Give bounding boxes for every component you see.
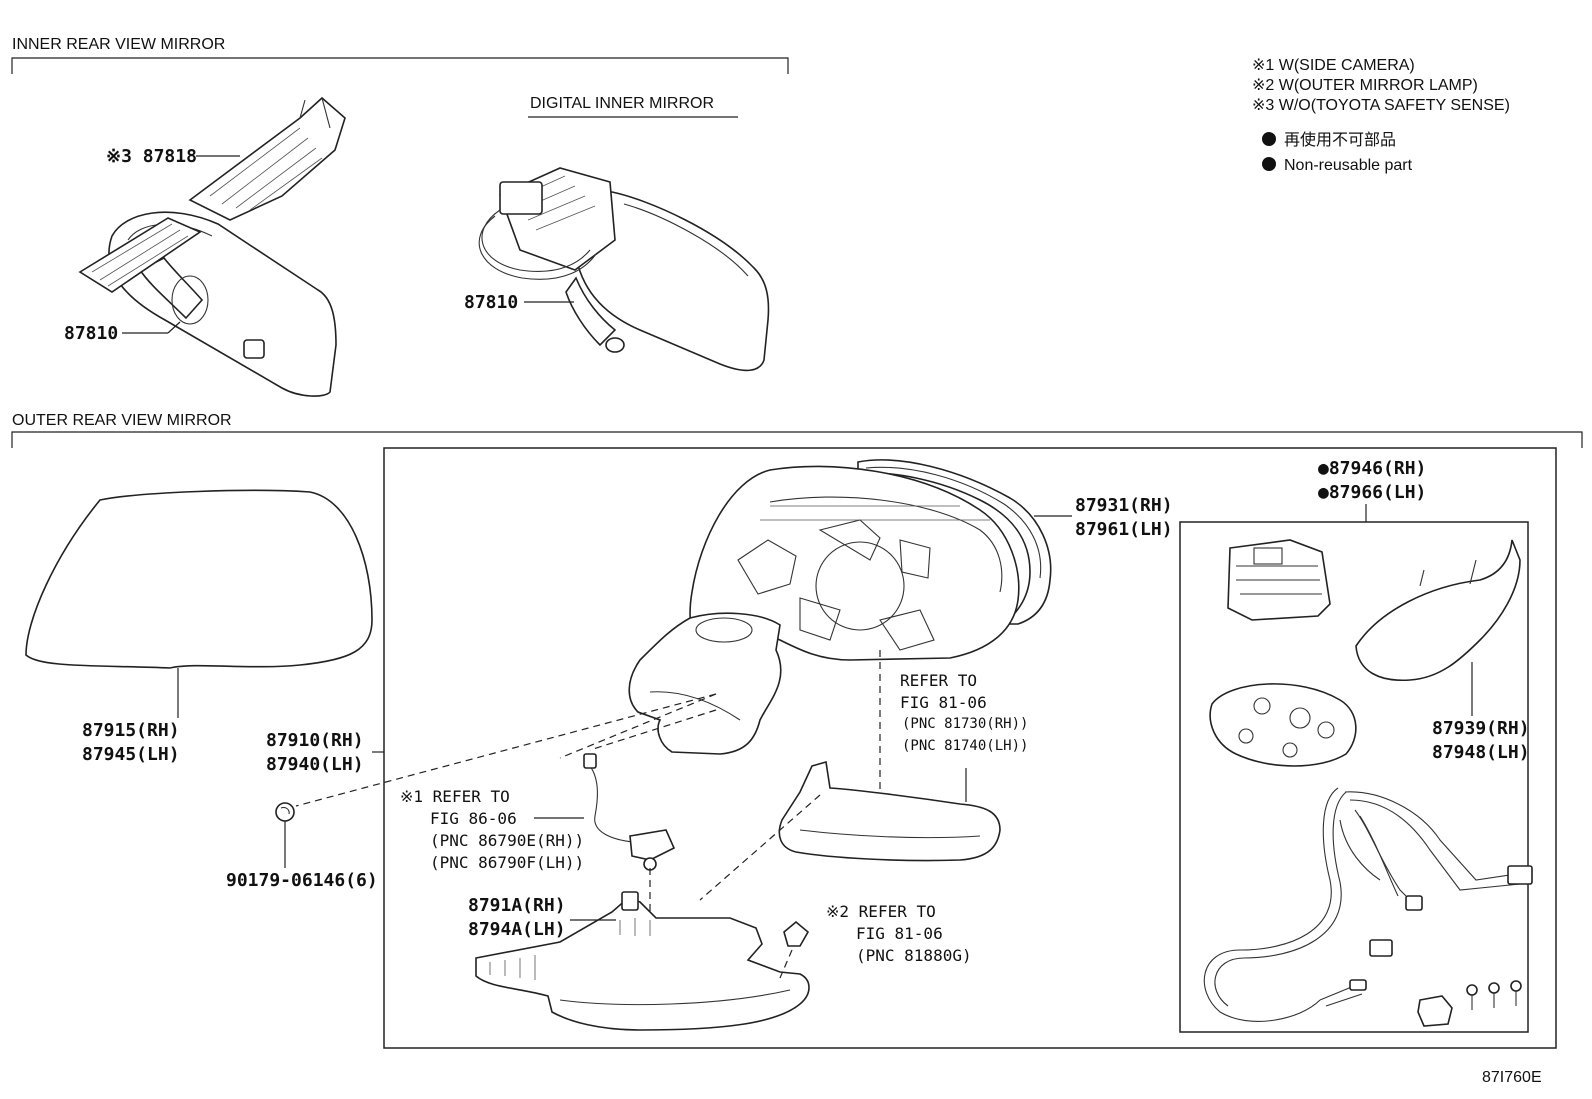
ref-fig-81-06b-l1: ※2 REFER TO <box>826 902 936 921</box>
figure-code: 87I760E <box>1482 1069 1542 1086</box>
mirror-cover-87939 <box>1355 539 1521 682</box>
side-camera-connector <box>583 753 597 769</box>
ref-fig-81-06-l2: FIG 81-06 <box>900 693 987 712</box>
digital-inner-mirror <box>478 167 770 372</box>
screws-set <box>1466 980 1522 1010</box>
non-reusable-bullet-icon <box>1262 132 1276 146</box>
ref-fig-81-06-l4: (PNC 81740(LH)) <box>902 738 1028 754</box>
mirror-housing <box>628 465 1020 755</box>
mirror-wire-harness <box>1203 787 1533 1022</box>
part-label-87948-lh: 87948(LH) <box>1432 742 1530 763</box>
part-label-87910-rh: 87910(RH) <box>266 730 364 751</box>
part-label-8794A-lh: 8794A(LH) <box>468 919 566 940</box>
part-label-87939-rh: 87939(RH) <box>1432 718 1530 739</box>
part-label-90179: 90179-06146(6) <box>226 870 378 891</box>
screw-icon <box>1510 980 1522 992</box>
digital-mirror-stem <box>565 276 617 347</box>
part-label-87810-inner: 87810 <box>64 323 118 344</box>
legend-nonreusable-jp: 再使用不可部品 <box>1284 131 1396 149</box>
mirror-arm-base <box>628 612 782 755</box>
mirror-glass-87931 <box>857 459 1052 625</box>
section-title-outer-mirror: OUTER REAR VIEW MIRROR <box>12 412 232 429</box>
non-reusable-bullet-icon <box>1262 157 1276 171</box>
inner-mirror-button <box>243 339 265 359</box>
harness-connector <box>1507 865 1533 885</box>
ref-fig-86-06-l4: (PNC 86790F(LH)) <box>430 853 584 872</box>
ref-fig-86-06-l3: (PNC 86790E(RH)) <box>430 831 584 850</box>
part-label-8791A-rh: 8791A(RH) <box>468 895 566 916</box>
screw-90179 <box>275 802 295 822</box>
screw-icon <box>1466 984 1478 996</box>
legend-note-2: ※2 W(OUTER MIRROR LAMP) <box>1252 77 1478 94</box>
sub-assembly-frame <box>1179 521 1529 1033</box>
screw-icon <box>1488 982 1500 994</box>
part-label-87810-digital: 87810 <box>464 292 518 313</box>
inner-mirror-body <box>108 211 337 397</box>
legend-note-3: ※3 W/O(TOYOTA SAFETY SENSE) <box>1252 97 1510 114</box>
legend-note-1: ※1 W(SIDE CAMERA) <box>1252 57 1415 74</box>
outer-mirror-lamp-bulb <box>783 920 810 947</box>
legend-nonreusable-en: Non-reusable part <box>1284 157 1413 174</box>
part-label-87940-lh: 87940(LH) <box>266 754 364 775</box>
section-title-digital-mirror: DIGITAL INNER MIRROR <box>530 95 714 112</box>
outer-section-bracket <box>11 431 1583 448</box>
inner-rear-view-mirror <box>78 96 346 397</box>
ref-fig-86-06-l1: ※1 REFER TO <box>400 787 510 806</box>
side-camera-body <box>629 829 676 861</box>
ref-fig-81-06-l1: REFER TO <box>900 671 977 690</box>
inner-section-bracket <box>11 57 789 74</box>
lower-mirror-cover-8791A <box>475 897 810 1031</box>
part-label-87931-rh: 87931(RH) <box>1075 495 1173 516</box>
ref-fig-81-06b-l2: FIG 81-06 <box>856 924 943 943</box>
mirror-housing-actuator-ring <box>815 541 905 631</box>
outer-mirror-assembly-frame <box>383 447 1557 1049</box>
digital-mirror-connector <box>499 181 543 215</box>
dashed-leader-screw <box>295 693 717 807</box>
ref-fig-81-06-l3: (PNC 81730(RH)) <box>902 716 1028 732</box>
mirror-actuator-plate <box>1209 683 1357 767</box>
side-camera-cable <box>589 765 635 843</box>
part-label-87915-rh: 87915(RH) <box>82 720 180 741</box>
legend: ※1 W(SIDE CAMERA) ※2 W(OUTER MIRROR LAMP… <box>1252 57 1510 174</box>
mirror-cover-87915 <box>25 489 373 669</box>
ref-fig-81-06b-l3: (PNC 81880G) <box>856 946 972 965</box>
inner-mirror-joint <box>171 275 209 325</box>
sensor-cover-87818 <box>188 96 346 221</box>
part-label-87961-lh: 87961(LH) <box>1075 519 1173 540</box>
part-label-87945-lh: 87945(LH) <box>82 744 180 765</box>
section-title-inner-mirror: INNER REAR VIEW MIRROR <box>12 36 225 53</box>
ref-fig-86-06-l2: FIG 86-06 <box>430 809 517 828</box>
part-label-87966-lh: ●87966(LH) <box>1318 482 1426 503</box>
turn-signal-lamp <box>778 760 1001 862</box>
harness-connector <box>1369 939 1393 957</box>
part-label-87946-rh: ●87946(RH) <box>1318 458 1426 479</box>
part-label-87818: ※3 87818 <box>106 146 197 167</box>
harness-clip <box>1417 995 1453 1027</box>
inner-mirror-stem <box>138 256 204 320</box>
harness-connector <box>1405 895 1423 911</box>
